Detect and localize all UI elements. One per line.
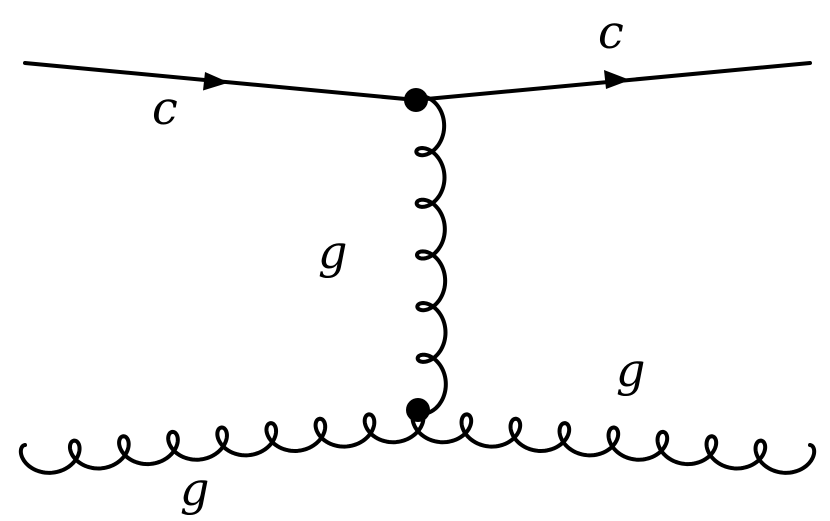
vertex-dot-icon: [406, 398, 430, 422]
arrow-icon: [604, 70, 630, 89]
exchanged-gluon-label: g: [318, 225, 347, 279]
incoming-gluon-label: g: [180, 462, 209, 516]
arrow-icon: [203, 72, 229, 91]
vertex-dot-icon: [404, 88, 428, 112]
incoming-quark-label: c: [152, 81, 178, 135]
incoming-gluon-line: [18, 408, 426, 475]
exchanged-gluon-line: [414, 94, 448, 416]
outgoing-gluon-line: [410, 408, 817, 475]
outgoing-quark-label: c: [598, 5, 624, 59]
outgoing-gluon-label: g: [616, 343, 645, 397]
